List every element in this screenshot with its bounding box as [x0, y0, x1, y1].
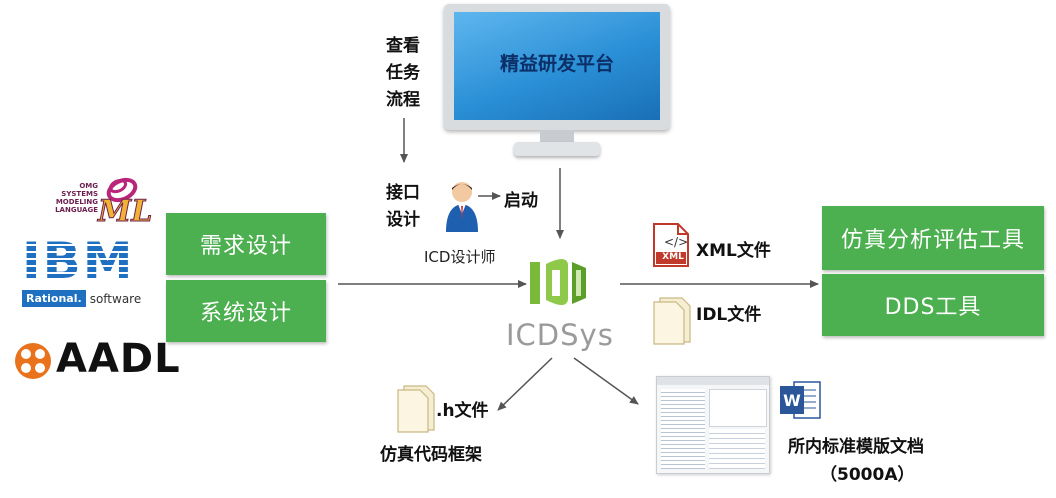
icdsys-to-template-arrow — [573, 357, 639, 405]
system-design-box[interactable]: 系统设计 — [166, 280, 326, 342]
simulation-analysis-tool-box[interactable]: 仿真分析评估工具 — [822, 206, 1044, 270]
sysml-logo: OMG SYSTEMS MODELING LANGUAGE ML — [44, 174, 153, 230]
icdsys-label: ICDSys — [506, 318, 614, 352]
designer-user-icon[interactable] — [444, 180, 480, 232]
template-doc-code: （5000A） — [820, 465, 915, 485]
task-flow-line: 查看 — [386, 36, 420, 56]
idl-file-label: IDL文件 — [696, 305, 762, 325]
rational-badge: Rational. — [22, 290, 86, 307]
start-label: 启动 — [504, 191, 538, 211]
software-text: software — [89, 291, 142, 306]
aadl-wordmark: AADL — [56, 336, 181, 382]
interface-design-line: 设计 — [386, 210, 420, 230]
aadl-emblem-icon — [15, 343, 51, 379]
requirements-design-box[interactable]: 需求设计 — [166, 213, 326, 275]
sysml-line: LANGUAGE — [55, 206, 98, 214]
aadl-logo: AADL — [14, 336, 180, 384]
svg-text:</>: </> — [664, 235, 688, 249]
template-doc-thumbnails — [656, 376, 770, 474]
dds-tool-box[interactable]: DDS工具 — [822, 274, 1044, 336]
screen-label: 精益研发平台 — [499, 52, 614, 75]
interface-design-line: 接口 — [386, 183, 420, 203]
sysml-line: OMG — [79, 182, 98, 190]
idl-file-icon — [653, 297, 691, 345]
icd-designer-label: ICD设计师 — [424, 248, 496, 266]
ibm-wordmark: IBM — [22, 232, 135, 290]
xml-file-label: XML文件 — [696, 241, 771, 261]
platform-monitor[interactable]: 精益研发平台 — [444, 4, 670, 164]
ibm-logo: IBM Rational. software — [20, 232, 142, 318]
sysml-line: MODELING — [55, 198, 98, 206]
sysml-mark: ML — [97, 194, 153, 230]
interface-design-label: 接口 设计 — [386, 180, 420, 234]
h-file-label: .h文件 — [436, 401, 489, 421]
sim-code-framework-caption: 仿真代码框架 — [380, 445, 482, 465]
word-letter: W — [783, 391, 801, 410]
xml-file-icon: </> — [653, 223, 689, 267]
xml-badge: XML — [662, 252, 684, 262]
task-flow-line: 流程 — [386, 90, 420, 110]
task-flow-line: 任务 — [386, 63, 420, 83]
sysml-line: SYSTEMS — [61, 190, 98, 198]
task-flow-label: 查看 任务 流程 — [386, 33, 420, 114]
template-doc-caption: 所内标准模版文档 — [788, 437, 924, 457]
sysml-swirl-icon — [106, 177, 138, 203]
monitor-screen: 精益研发平台 — [454, 12, 660, 120]
word-doc-icon: W — [780, 381, 821, 419]
monitor-stand — [514, 142, 600, 156]
icdsys-to-h-arrow — [497, 357, 553, 411]
h-file-icon — [397, 385, 435, 433]
icdsys-logo-icon[interactable] — [528, 256, 592, 310]
